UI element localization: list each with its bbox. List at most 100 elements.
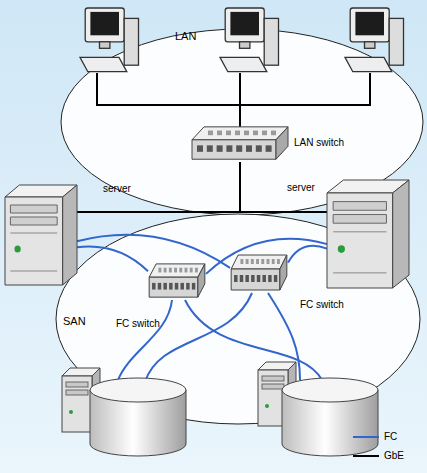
switch-icon: [152, 283, 155, 290]
switch-icon: [235, 131, 240, 136]
switch-icon: [180, 283, 183, 290]
server: server: [327, 180, 409, 288]
server-icon: [327, 193, 393, 288]
fc-link: [77, 246, 148, 271]
server: server: [5, 185, 77, 285]
switch-icon: [158, 283, 161, 290]
switch-icon: [272, 259, 275, 264]
gbe-link: [240, 162, 327, 212]
switch-icon: [186, 283, 189, 290]
switch-icon: [185, 268, 188, 273]
switch-icon: [276, 127, 288, 159]
server-icon: [63, 185, 77, 285]
node-label: server: [287, 182, 315, 194]
switch-icon: [245, 275, 248, 282]
computer-icon: [345, 8, 404, 72]
switch-icon: [192, 283, 195, 290]
computer-icon: [100, 42, 110, 49]
storage-array: [262, 376, 284, 381]
legend-line: [352, 450, 380, 462]
legend-line: [353, 436, 379, 438]
switch-icon: [217, 145, 223, 151]
gbe-link: [77, 162, 240, 212]
computer-icon: [345, 57, 392, 71]
server-icon: [10, 205, 57, 213]
server-icon: [10, 217, 57, 225]
computer-icon: [80, 8, 139, 72]
switch-icon: [244, 131, 249, 136]
computer-icon: [124, 18, 138, 65]
storage-array: [66, 390, 88, 395]
switch-icon: [251, 259, 254, 264]
legend-line: [353, 455, 379, 457]
switch-icon: [174, 268, 177, 273]
lan-wires: [239, 73, 241, 127]
switch-icon: [192, 140, 276, 159]
storage-array: [62, 376, 92, 432]
storage-array: [282, 378, 378, 402]
legend-text: FC: [384, 430, 397, 444]
node-label: FC switch: [116, 318, 160, 330]
server-icon: [338, 245, 345, 253]
lan-wires: [96, 73, 98, 105]
switch-icon: [231, 255, 287, 269]
server-icon: [5, 197, 63, 285]
server-icon: [10, 233, 57, 234]
switch-icon: [280, 255, 287, 290]
switch-icon: [251, 275, 254, 282]
switch-icon: [175, 283, 178, 290]
server-icon: [14, 246, 20, 253]
legend-text: GbE: [384, 449, 404, 463]
storage-array: [62, 368, 186, 456]
server-icon: [393, 180, 409, 288]
switch-icon: [158, 268, 161, 273]
storage-array: [90, 378, 186, 402]
computer-icon: [220, 8, 279, 72]
computer-icon: [240, 42, 250, 49]
computer-icon: [350, 8, 389, 42]
switch-icon: [169, 283, 172, 290]
switch-icon: [217, 131, 222, 136]
switch-icon: [271, 131, 276, 136]
switch-icon: [277, 259, 280, 264]
switch-icon: [195, 268, 198, 273]
switch-icon: [226, 131, 231, 136]
switch-icon: [192, 127, 288, 140]
computer-icon: [264, 18, 278, 65]
switch-icon: [149, 277, 198, 297]
computer-icon: [85, 8, 124, 42]
server-icon: [327, 180, 409, 288]
lan-wires: [369, 73, 371, 105]
node-label: server: [103, 183, 131, 195]
switch-icon: [148, 262, 206, 300]
switch-icon: [169, 268, 172, 273]
computer-icon: [220, 57, 267, 71]
switch-icon: [179, 268, 182, 273]
switch-icon: [240, 275, 243, 282]
fc-switch: FC switch: [148, 262, 206, 300]
server-icon: [333, 272, 386, 273]
node-label: LAN switch: [294, 137, 344, 149]
switch-icon: [261, 259, 264, 264]
lan-switch: LAN switch: [190, 125, 290, 162]
switch-icon: [208, 131, 213, 136]
switch-icon: [256, 259, 259, 264]
server-icon: [5, 185, 77, 285]
switch-icon: [164, 268, 167, 273]
computer-icon: [80, 57, 127, 71]
switch-icon: [253, 131, 258, 136]
computer-icon: [355, 12, 384, 35]
switch-icon: [234, 275, 237, 282]
storage-array: [66, 382, 88, 387]
node-label: LAN: [175, 30, 196, 42]
switch-icon: [267, 259, 270, 264]
switch-icon: [198, 264, 205, 297]
switch-icon: [163, 283, 166, 290]
fc-link: [206, 239, 327, 274]
fc-switch: FC switch: [230, 253, 288, 293]
switch-icon: [230, 253, 288, 293]
switch-icon: [226, 145, 232, 151]
switch-icon: [256, 145, 262, 151]
computer-icon: [230, 12, 259, 35]
